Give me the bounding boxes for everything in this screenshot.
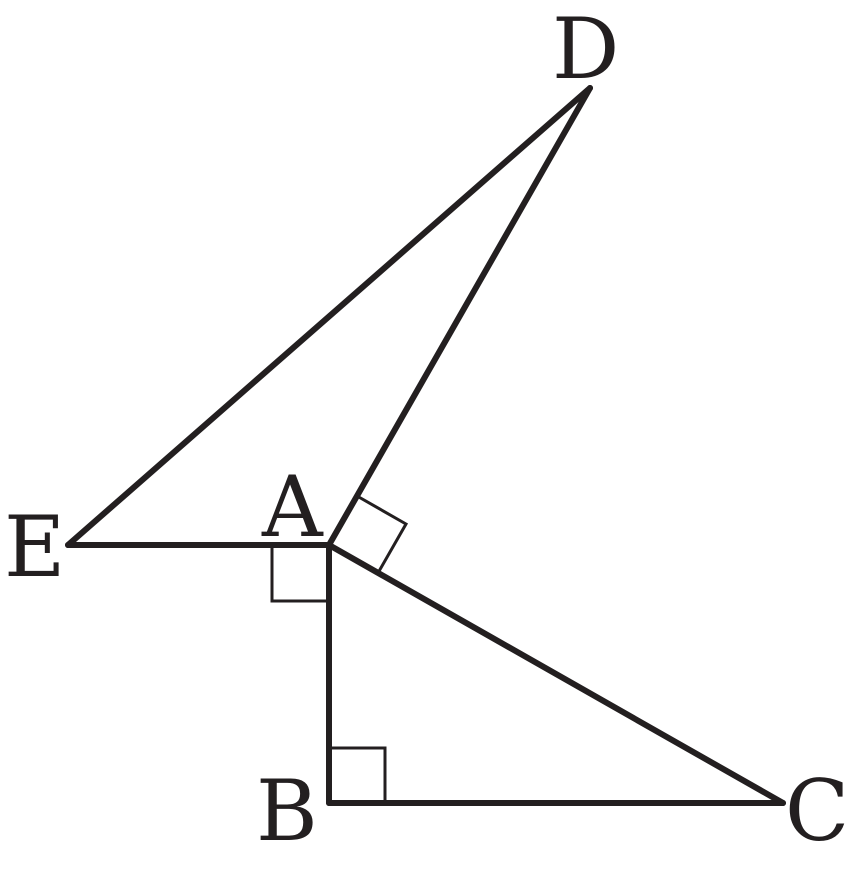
- segment-de: [65, 85, 593, 548]
- right-angle-mark-a-left: [270, 545, 329, 603]
- right-angle-mark-b: [329, 746, 387, 803]
- label-c: C: [785, 762, 849, 860]
- right-angle-mark-a-right: [356, 494, 409, 574]
- segment-ca: [326, 542, 786, 806]
- label-a: A: [261, 458, 324, 556]
- label-b: B: [256, 762, 318, 860]
- label-d: D: [552, 0, 619, 98]
- label-e: E: [4, 498, 65, 596]
- segment-ad: [326, 85, 593, 548]
